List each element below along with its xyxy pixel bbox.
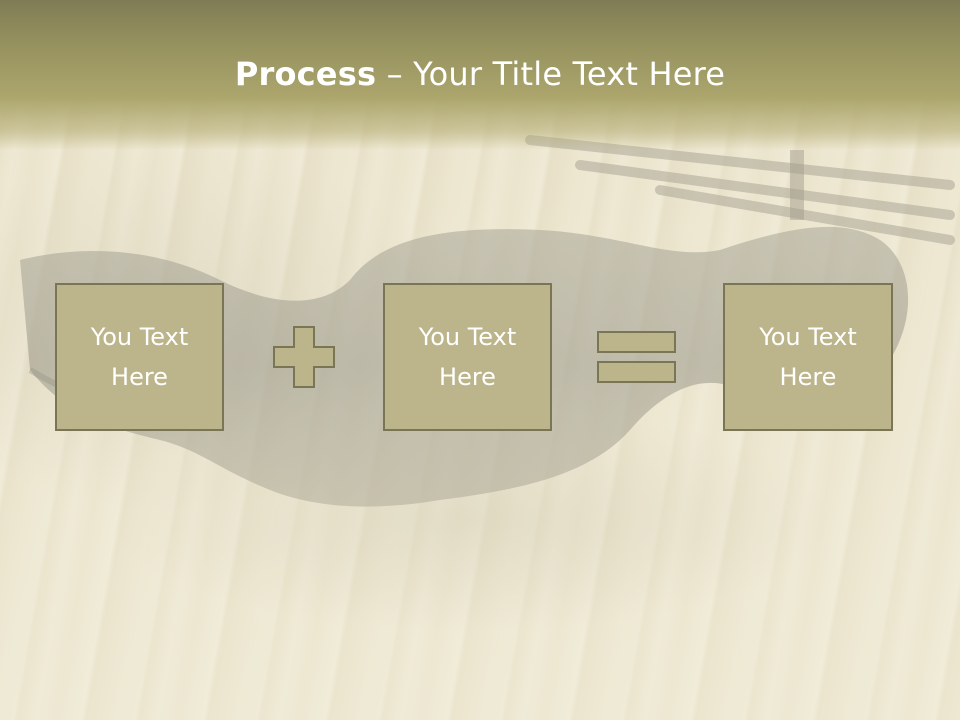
process-box-2-line-1: You Text [418, 323, 517, 351]
process-box-3[interactable]: You Text Here [723, 283, 893, 431]
process-box-3-line-2: Here [779, 363, 837, 391]
process-box-2-line-2: Here [439, 363, 496, 391]
process-box-3-text: You Text Here [759, 317, 857, 397]
slide-title[interactable]: Process – Your Title Text Here [0, 50, 960, 98]
process-box-3-line-1: You Text [759, 323, 857, 351]
process-box-1-text: You Text Here [91, 317, 189, 397]
process-box-1-line-2: Here [111, 363, 168, 391]
title-bold-text: Process [234, 55, 377, 93]
process-box-1[interactable]: You Text Here [55, 283, 224, 431]
process-box-2[interactable]: You Text Here [383, 283, 552, 431]
equals-icon[interactable] [597, 331, 677, 385]
plus-icon[interactable] [273, 326, 335, 388]
title-rest-text: – Your Title Text Here [376, 55, 726, 93]
process-box-1-line-1: You Text [90, 323, 189, 351]
process-box-2-text: You Text Here [419, 317, 517, 397]
title-band [0, 0, 960, 150]
